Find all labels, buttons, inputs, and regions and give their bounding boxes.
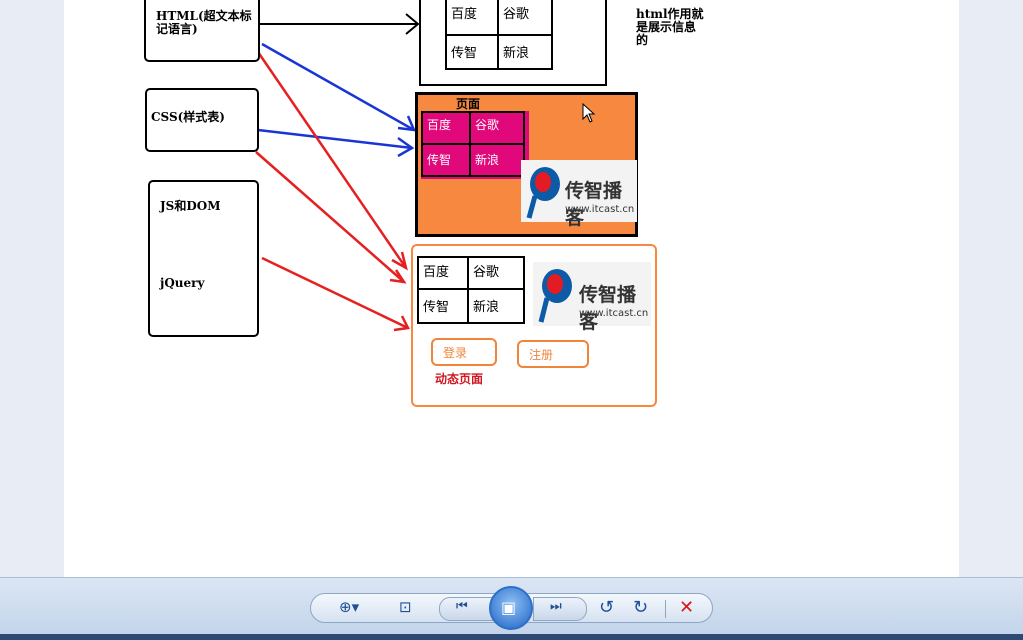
itcast-logo: 传智播客 www.itcast.cn [521,160,637,229]
cell-baidu: 百度 [445,0,499,36]
rotate-right-icon[interactable]: ↻ [633,597,649,618]
delete-icon[interactable]: ✕ [679,597,695,618]
next-button[interactable]: ⏭ [533,597,587,621]
note-text: html作用就 是展示信息 的 [636,7,704,47]
html-table-frame: 百度 谷歌 传智 新浪 [419,0,607,86]
css-label: CSS(样式表) [151,110,225,124]
red-arrow-css [255,151,407,284]
black-arrow [260,13,420,35]
logo-mark-icon [526,167,560,219]
js-box: JS和DOM jQuery [148,180,259,337]
html-label: HTML(超文本标 记语言) [156,9,252,36]
cell-chuanzhi: 传智 [445,34,499,70]
image-canvas: HTML(超文本标 记语言) CSS(样式表) JS和DOM jQuery 百度… [64,0,959,577]
toolbar-divider [665,600,666,618]
page-title: 页面 [456,97,481,111]
viewer-toolbar: ⊕▾ ⊡ ⏮ ▣ ⏭ ↺ ↻ ✕ [0,577,1023,635]
login-button[interactable]: 登录 [431,338,497,366]
arrows-layer [255,13,420,332]
logo-cn: 传智播客 [565,180,623,229]
blue-arrow-css [257,128,415,158]
dynamic-page-box: 百度 谷歌 传智 新浪 传智播客 www.itcast.cn 登录 注册 动态页… [411,244,657,407]
logo-url: www.itcast.cn [565,204,635,215]
dyn-cell-baidu: 百度 [417,256,469,290]
mouse-cursor-icon [582,103,596,123]
dyn-cell-chuanzhi: 传智 [417,288,469,324]
logo-cn-2: 传智播客 [579,284,637,333]
zoom-icon[interactable]: ⊕▾ [339,598,360,616]
jquery-label: jQuery [160,276,205,290]
slideshow-button[interactable]: ▣ [489,586,533,630]
fit-icon[interactable]: ⊡ [399,598,412,616]
js-dom-label: JS和DOM [160,199,221,213]
styled-cell-sina: 新浪 [469,143,525,177]
dyn-cell-google: 谷歌 [467,256,525,290]
cell-sina: 新浪 [497,34,553,70]
slideshow-icon: ▣ [501,598,517,617]
blue-arrow-html [261,42,417,132]
register-button[interactable]: 注册 [517,340,589,368]
styled-cell-baidu: 百度 [421,111,471,145]
windows-taskbar [0,634,1023,640]
styled-cell-google: 谷歌 [469,111,525,145]
rotate-left-icon[interactable]: ↺ [599,597,615,618]
image-viewer: HTML(超文本标 记语言) CSS(样式表) JS和DOM jQuery 百度… [64,0,959,577]
next-icon: ⏭ [550,599,562,614]
css-box: CSS(样式表) [145,88,259,152]
prev-button[interactable]: ⏮ [439,597,493,621]
magenta-table: 百度 谷歌 传智 新浪 [421,111,529,179]
toolbar-pill: ⊕▾ ⊡ ⏮ ▣ ⏭ ↺ ↻ ✕ [310,586,713,630]
styled-cell-chuanzhi: 传智 [421,143,471,177]
cell-google: 谷歌 [497,0,553,36]
itcast-logo-2: 传智播客 www.itcast.cn [533,262,651,333]
logo-mark-icon-2 [538,269,572,323]
dyn-cell-sina: 新浪 [467,288,525,324]
dynamic-page-label: 动态页面 [435,372,484,386]
red-arrow-jquery [261,256,410,332]
html-box: HTML(超文本标 记语言) [144,0,260,62]
prev-icon: ⏮ [456,599,468,614]
red-arrow-html [256,51,408,271]
styled-page-box: 页面 百度 谷歌 传智 新浪 传智播客 www.itcast.cn [415,92,638,237]
logo-url-2: www.itcast.cn [579,308,649,319]
